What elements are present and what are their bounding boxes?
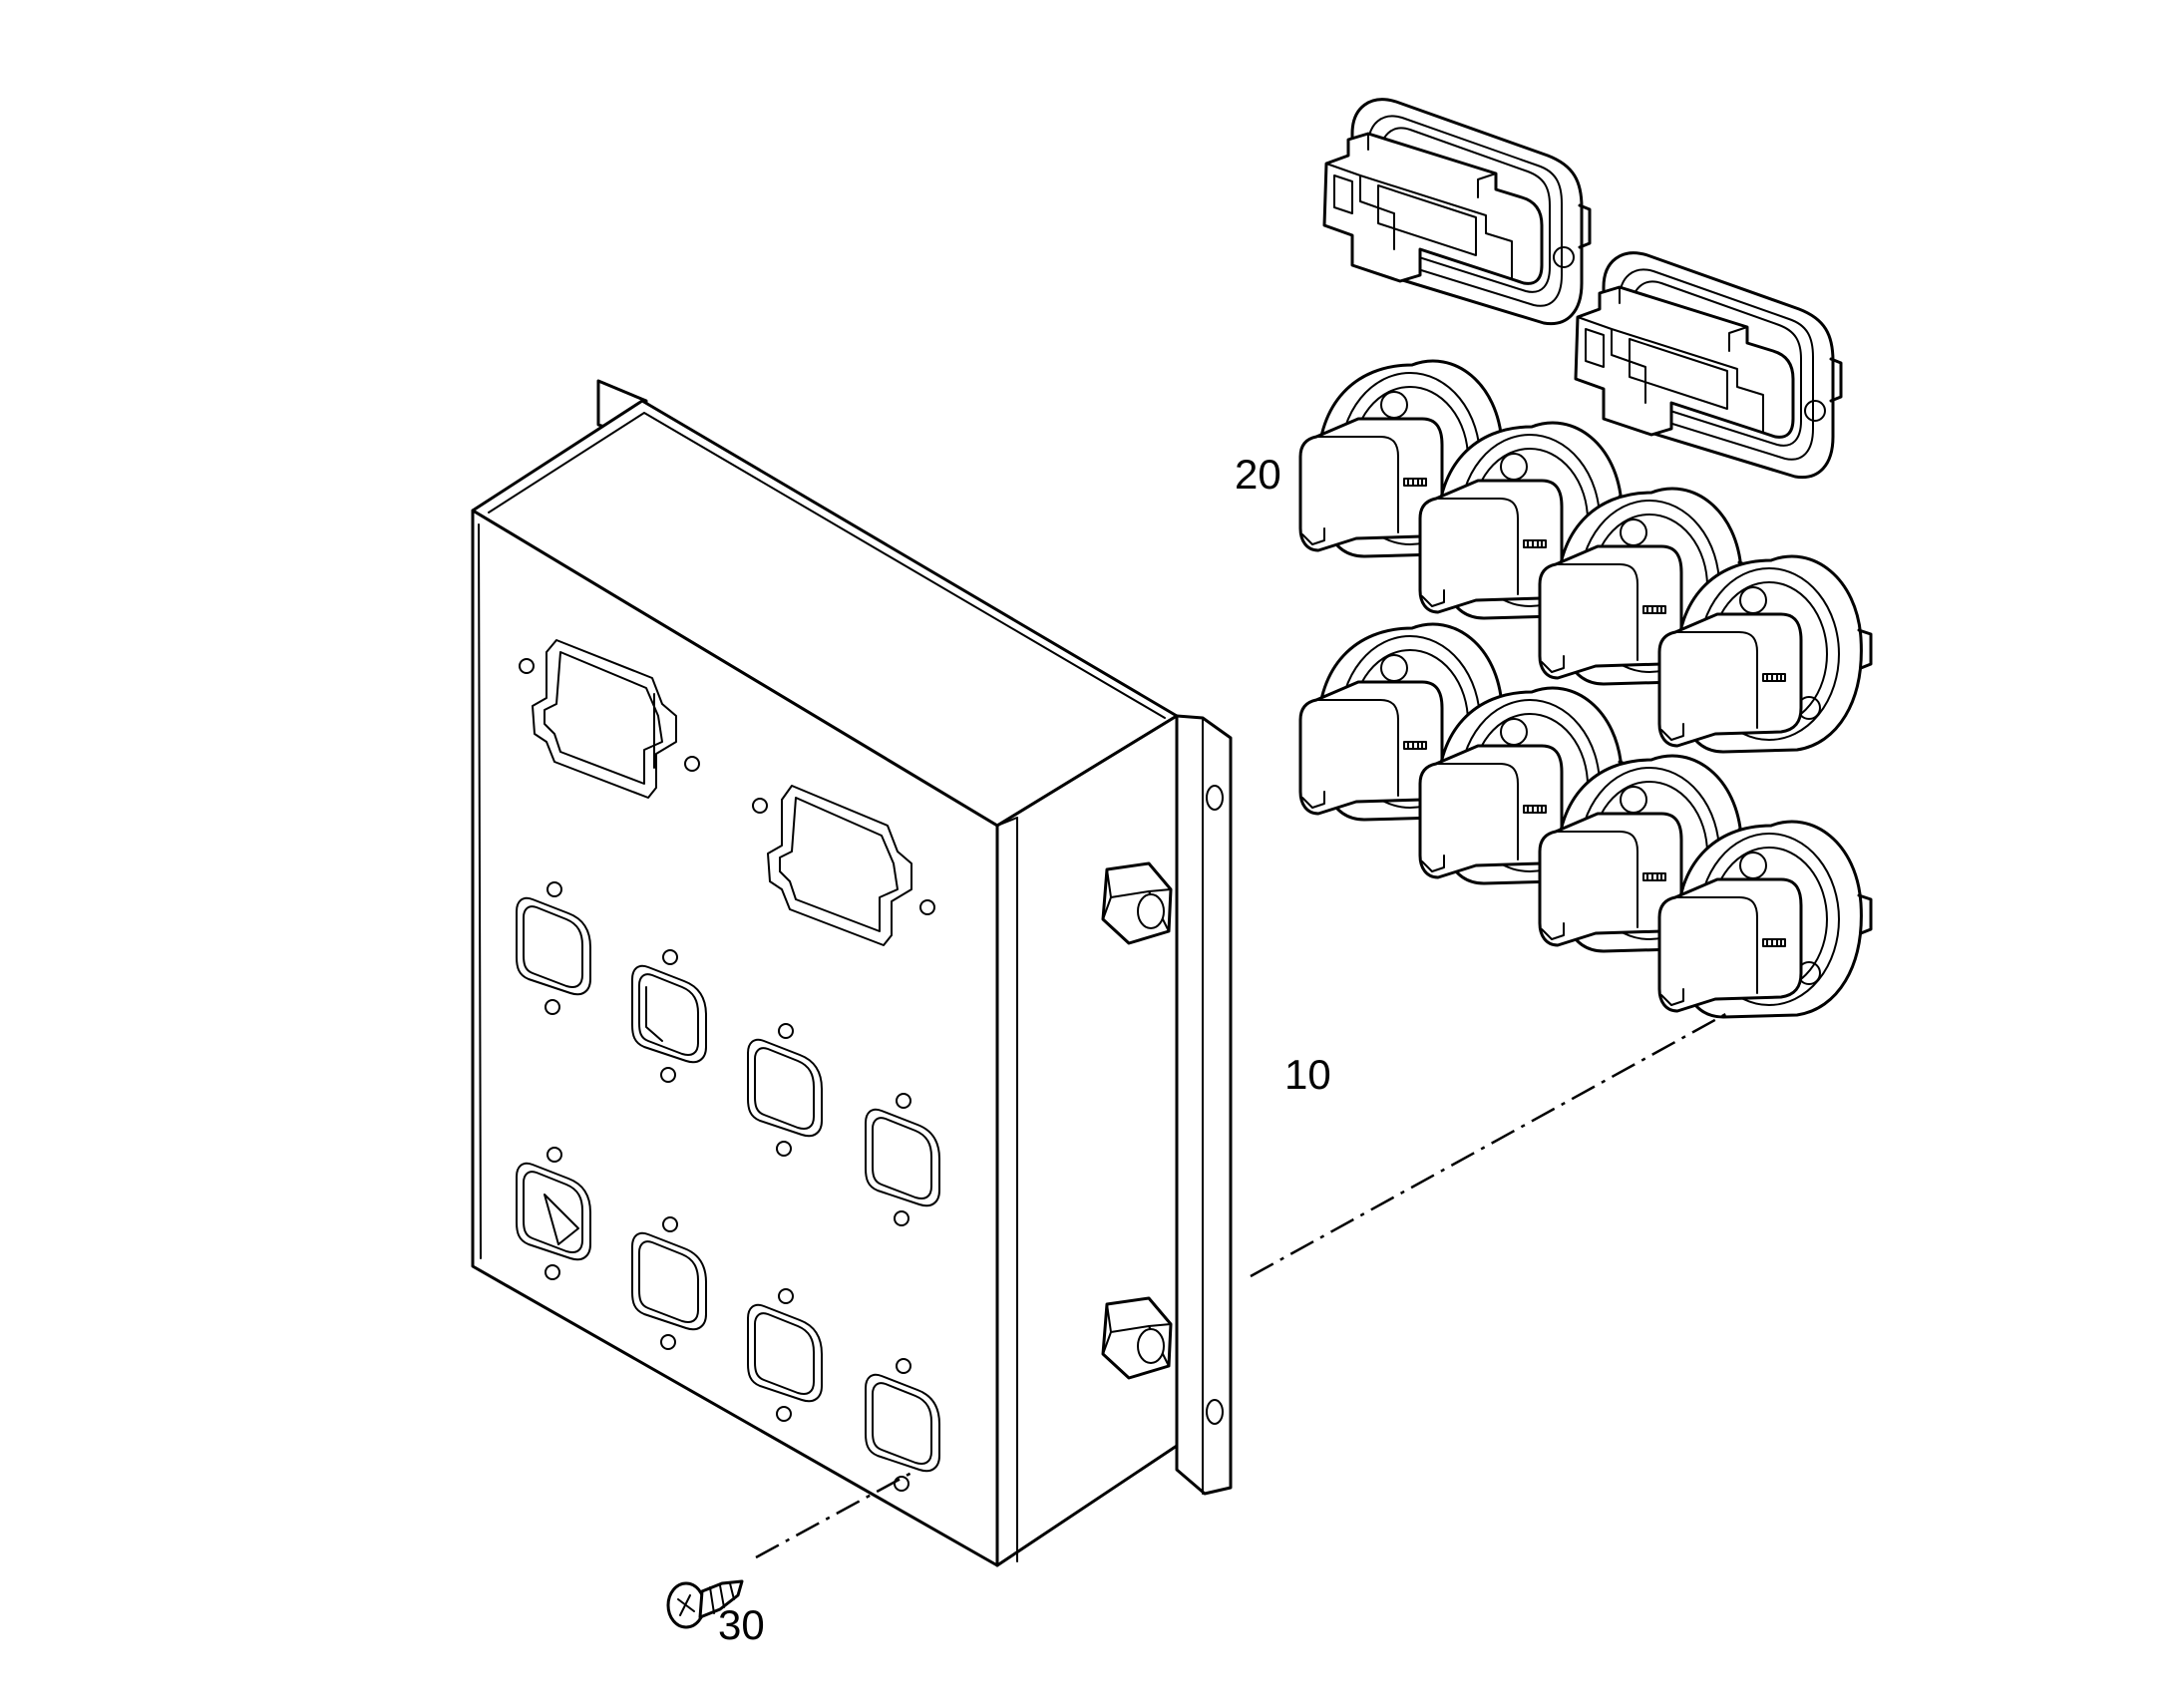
alignment-line-screw (755, 1470, 914, 1559)
large-cutout-lower (752, 785, 935, 946)
screw (666, 1579, 744, 1629)
callout-20: 20 (1235, 451, 1281, 498)
large-cutout-upper (519, 639, 700, 799)
rect-connector-1 (1322, 98, 1592, 326)
callout-30: 30 (718, 1601, 765, 1648)
cutout-shade-2 (645, 986, 663, 1042)
rect-connector-2 (1574, 251, 1843, 480)
cutout-shade (544, 1194, 579, 1245)
callout-10: 10 (1284, 1051, 1331, 1098)
